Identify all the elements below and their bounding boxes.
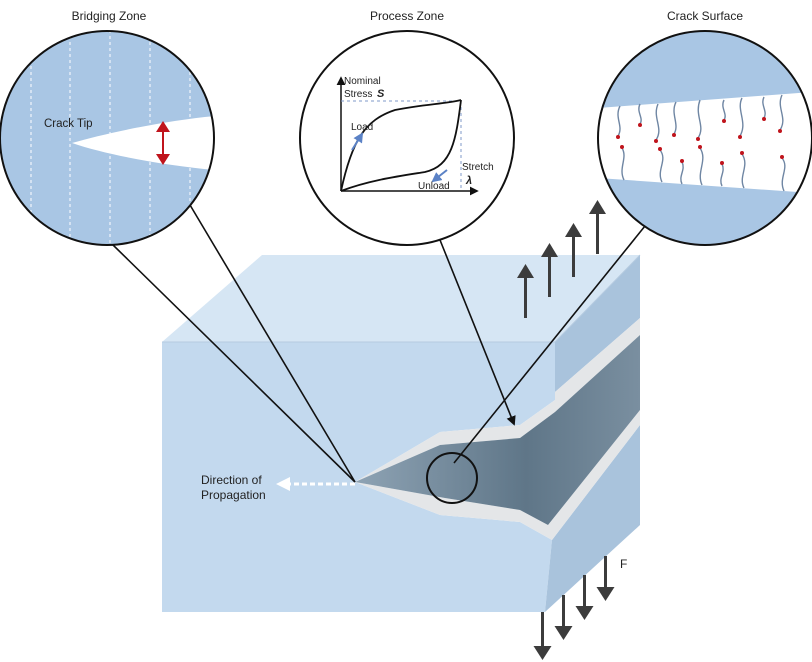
unload-label: Unload [418, 181, 450, 192]
specimen-block [162, 254, 641, 612]
process-zone-inset [299, 30, 515, 246]
polymer-chains [617, 94, 786, 192]
block-front-face [162, 342, 555, 612]
crack-upper-surface [355, 318, 640, 482]
direction-label-line1: Direction of [201, 473, 262, 487]
block-side-upper [555, 255, 640, 392]
unloading-curve [340, 99, 462, 192]
load-label: Load [351, 122, 373, 133]
bridging-zone-inset [0, 31, 214, 245]
upward-force-arrows [517, 200, 606, 318]
crack-lower-surface [355, 410, 640, 540]
loading-curve [340, 99, 462, 192]
block-side-lower [545, 425, 640, 612]
load-arrow [351, 132, 364, 151]
crack-tip-label: Crack Tip [44, 118, 93, 130]
crack-surface-inset [598, 31, 812, 245]
crack-surface-title: Crack Surface [667, 9, 743, 23]
y-axis-label-line2: Stress [344, 89, 372, 100]
process-zone-title: Process Zone [370, 9, 444, 23]
y-axis-symbol: S [377, 88, 385, 100]
connector-lines [111, 204, 646, 483]
y-axis-label-line1: Nominal [344, 76, 381, 87]
bridging-red-arrow [156, 121, 170, 165]
crack-opening [72, 116, 214, 170]
x-axis-label: Stretch [462, 162, 494, 173]
x-axis-symbol: λ [465, 175, 472, 187]
direction-label-line2: Propagation [201, 488, 266, 502]
stress-stretch-graph [336, 76, 479, 196]
unload-arrow [431, 169, 448, 183]
force-label: F [620, 557, 627, 571]
downward-force-arrows [533, 556, 615, 660]
propagation-arrow [276, 477, 355, 491]
broken-chain-ends [616, 117, 784, 165]
magnifier-circle [426, 452, 478, 504]
bridging-zone-title: Bridging Zone [72, 9, 147, 23]
